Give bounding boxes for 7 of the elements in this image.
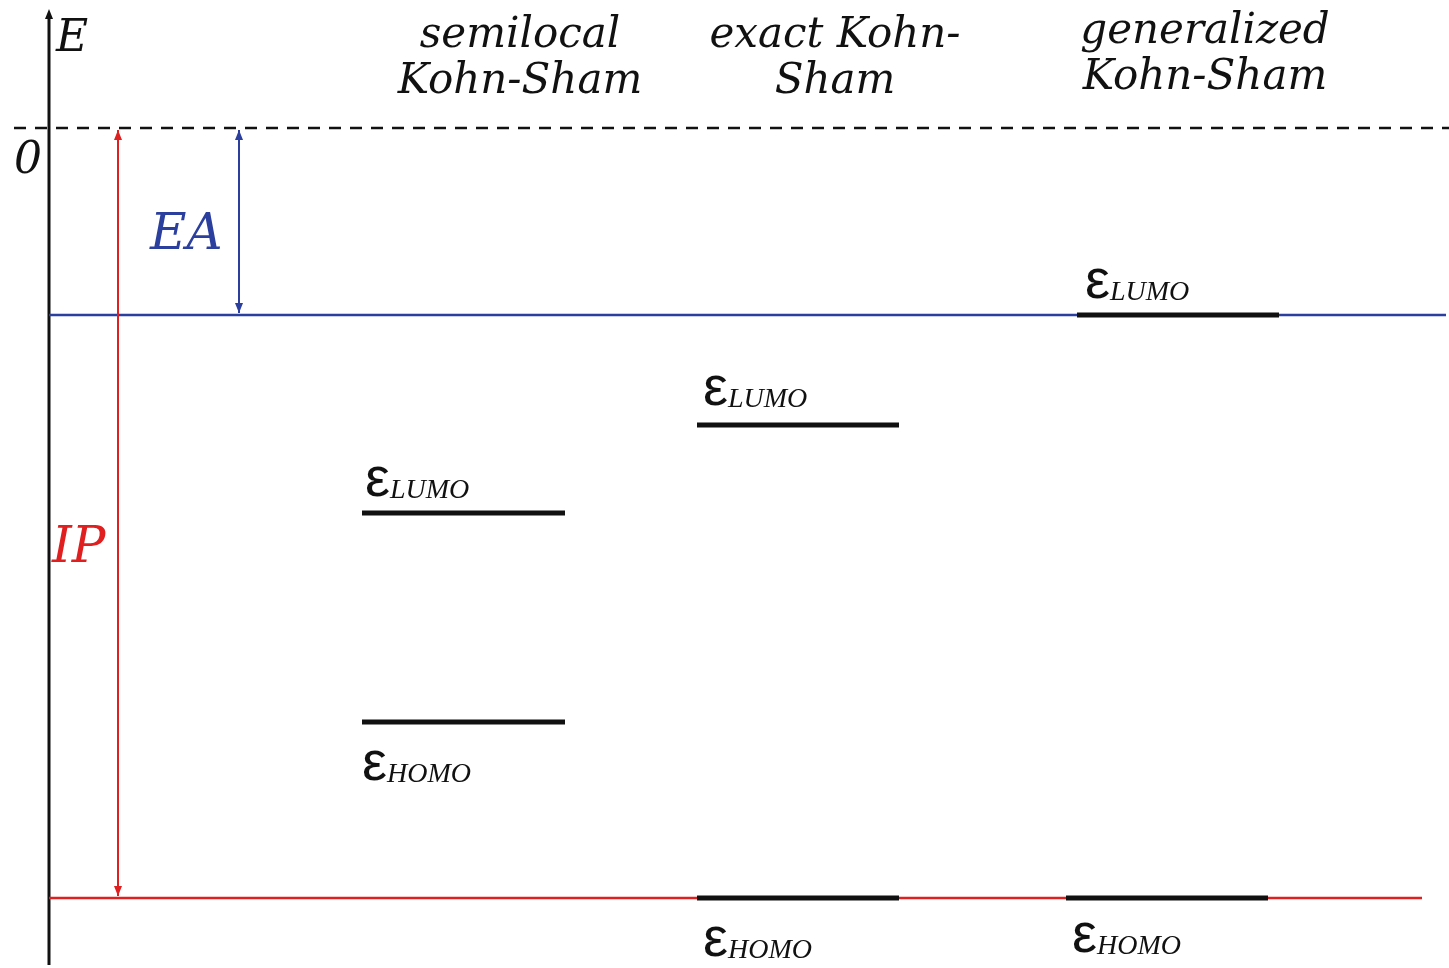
column-heading: exact Kohn-Sham [708,10,962,103]
axis-label: E [56,12,89,61]
tick-label: 0 [14,134,42,183]
column-heading: semilocal Kohn-Sham [396,10,644,103]
quantity-label: EA [150,205,223,260]
column-heading: generalized Kohn-Sham [1079,6,1331,99]
quantity-label: IP [52,518,106,573]
